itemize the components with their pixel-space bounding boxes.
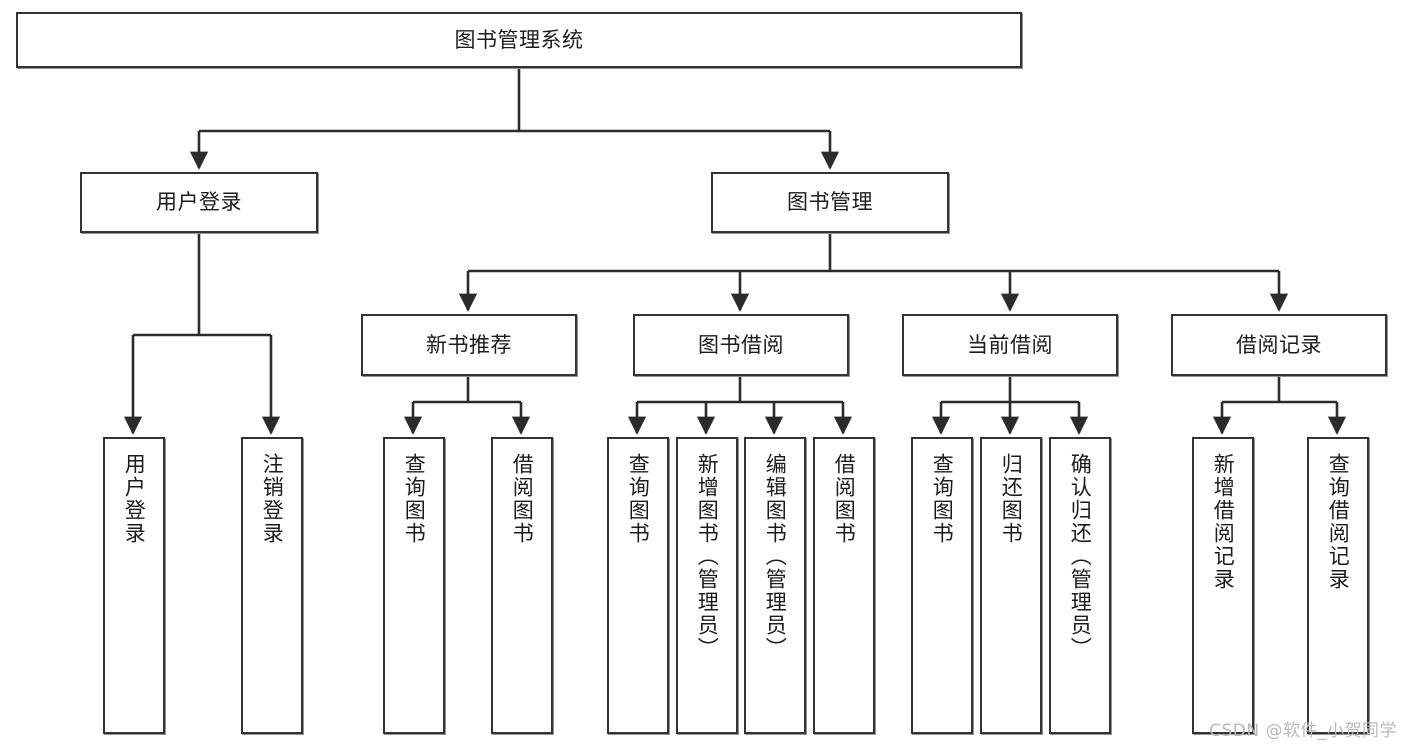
node-user-login-label: 用户登录 xyxy=(156,190,242,215)
node-leaf-query-book-recommend-label: 查询图书 xyxy=(402,453,427,545)
node-leaf-logout[interactable]: 注销登录 xyxy=(241,437,303,734)
node-leaf-user-login[interactable]: 用户登录 xyxy=(103,437,165,734)
node-leaf-borrow-book-recommend-label: 借阅图书 xyxy=(510,453,535,545)
node-leaf-add-borrow-record[interactable]: 新增借阅记录 xyxy=(1192,437,1254,734)
node-new-book-recommend-label: 新书推荐 xyxy=(426,332,512,357)
node-leaf-confirm-return-admin[interactable]: 确认归还（管理员） xyxy=(1049,437,1111,734)
node-user-login[interactable]: 用户登录 xyxy=(80,172,318,233)
node-book-management-label: 图书管理 xyxy=(787,190,873,215)
node-new-book-recommend[interactable]: 新书推荐 xyxy=(361,314,577,376)
node-book-borrow[interactable]: 图书借阅 xyxy=(633,314,849,376)
watermark-text: CSDN @软件_小贺同学 xyxy=(1209,721,1397,741)
node-borrow-record-label: 借阅记录 xyxy=(1236,332,1322,357)
node-book-management[interactable]: 图书管理 xyxy=(711,172,949,233)
node-leaf-query-book-borrow[interactable]: 查询图书 xyxy=(607,437,669,734)
node-leaf-query-borrow-record[interactable]: 查询借阅记录 xyxy=(1307,437,1369,734)
node-leaf-return-book-label: 归还图书 xyxy=(999,453,1024,545)
node-current-borrow[interactable]: 当前借阅 xyxy=(902,314,1118,376)
node-leaf-add-book-admin[interactable]: 新增图书（管理员） xyxy=(676,437,738,734)
node-leaf-edit-book-admin-label: 编辑图书（管理员） xyxy=(763,453,788,660)
node-leaf-return-book[interactable]: 归还图书 xyxy=(980,437,1042,734)
node-root-label: 图书管理系统 xyxy=(454,27,584,52)
node-leaf-query-book-recommend[interactable]: 查询图书 xyxy=(383,437,445,734)
node-leaf-add-borrow-record-label: 新增借阅记录 xyxy=(1211,453,1236,591)
node-book-borrow-label: 图书借阅 xyxy=(698,332,784,357)
node-leaf-query-book-current-label: 查询图书 xyxy=(930,453,955,545)
node-root-book-management-system[interactable]: 图书管理系统 xyxy=(16,12,1022,68)
node-leaf-logout-label: 注销登录 xyxy=(260,453,285,545)
node-leaf-add-book-admin-label: 新增图书（管理员） xyxy=(695,453,720,660)
node-borrow-record[interactable]: 借阅记录 xyxy=(1171,314,1387,376)
node-leaf-borrow-book-label: 借阅图书 xyxy=(832,453,857,545)
node-leaf-user-login-label: 用户登录 xyxy=(122,453,147,545)
node-leaf-confirm-return-admin-label: 确认归还（管理员） xyxy=(1068,453,1093,660)
node-leaf-borrow-book[interactable]: 借阅图书 xyxy=(813,437,875,734)
node-leaf-query-book-current[interactable]: 查询图书 xyxy=(911,437,973,734)
node-leaf-query-book-borrow-label: 查询图书 xyxy=(626,453,651,545)
node-leaf-edit-book-admin[interactable]: 编辑图书（管理员） xyxy=(744,437,806,734)
node-leaf-borrow-book-recommend[interactable]: 借阅图书 xyxy=(491,437,553,734)
node-current-borrow-label: 当前借阅 xyxy=(967,332,1053,357)
node-leaf-query-borrow-record-label: 查询借阅记录 xyxy=(1326,453,1351,591)
